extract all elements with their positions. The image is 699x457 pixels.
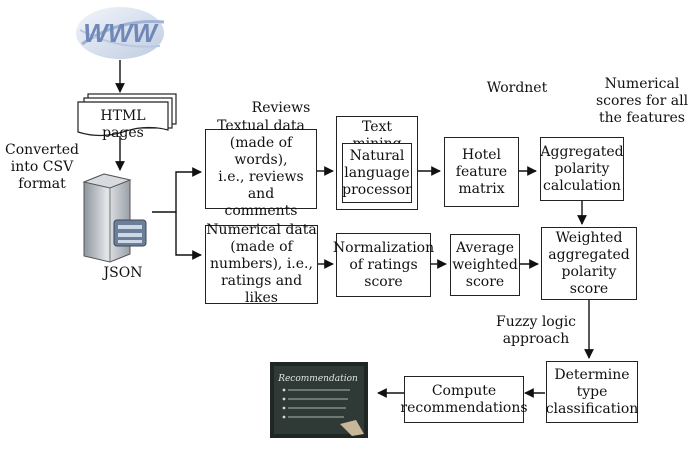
arrow-server-to-textual — [152, 167, 202, 213]
www-logo-text: WWW — [83, 18, 159, 48]
wordnet-label: Wordnet — [486, 80, 548, 96]
normalization-box: Normalization of ratings score — [333, 233, 434, 297]
compute-recommendations-box: Compute recommendations — [400, 376, 528, 423]
hotel-feature-matrix-box: Hotel feature matrix — [444, 137, 519, 207]
www-logo-icon: WWW — [76, 7, 165, 59]
nlp-box: Natural language processor — [342, 143, 412, 203]
numerical-data-box: Numerical data (made of numbers), i.e., … — [205, 222, 318, 306]
html-pages-stack-icon — [77, 93, 177, 137]
server-icon — [82, 173, 147, 263]
textual-data-box: Textual data (made of words), i.e., revi… — [205, 118, 317, 219]
weighted-aggregated-box: Weighted aggregated polarity score — [541, 227, 637, 300]
reviews-label: Reviews — [251, 100, 311, 116]
json-label: JSON — [103, 265, 143, 281]
average-weighted-box: Average weighted score — [450, 234, 520, 296]
converted-csv-label: Converted into CSV format — [5, 142, 79, 192]
aggregated-polarity-box: Aggregated polarity calculation — [540, 137, 624, 201]
board-title: Recommendation — [277, 374, 358, 384]
arrow-server-to-numerical — [175, 212, 202, 260]
determine-type-box: Determine type classification — [546, 361, 638, 423]
numerical-scores-label: Numerical scores for all the features — [595, 76, 689, 126]
recommendation-board-icon: Recommendation — [270, 362, 368, 438]
fuzzy-logic-label: Fuzzy logic approach — [495, 314, 577, 347]
html-pages-label: HTML pages — [100, 108, 146, 141]
